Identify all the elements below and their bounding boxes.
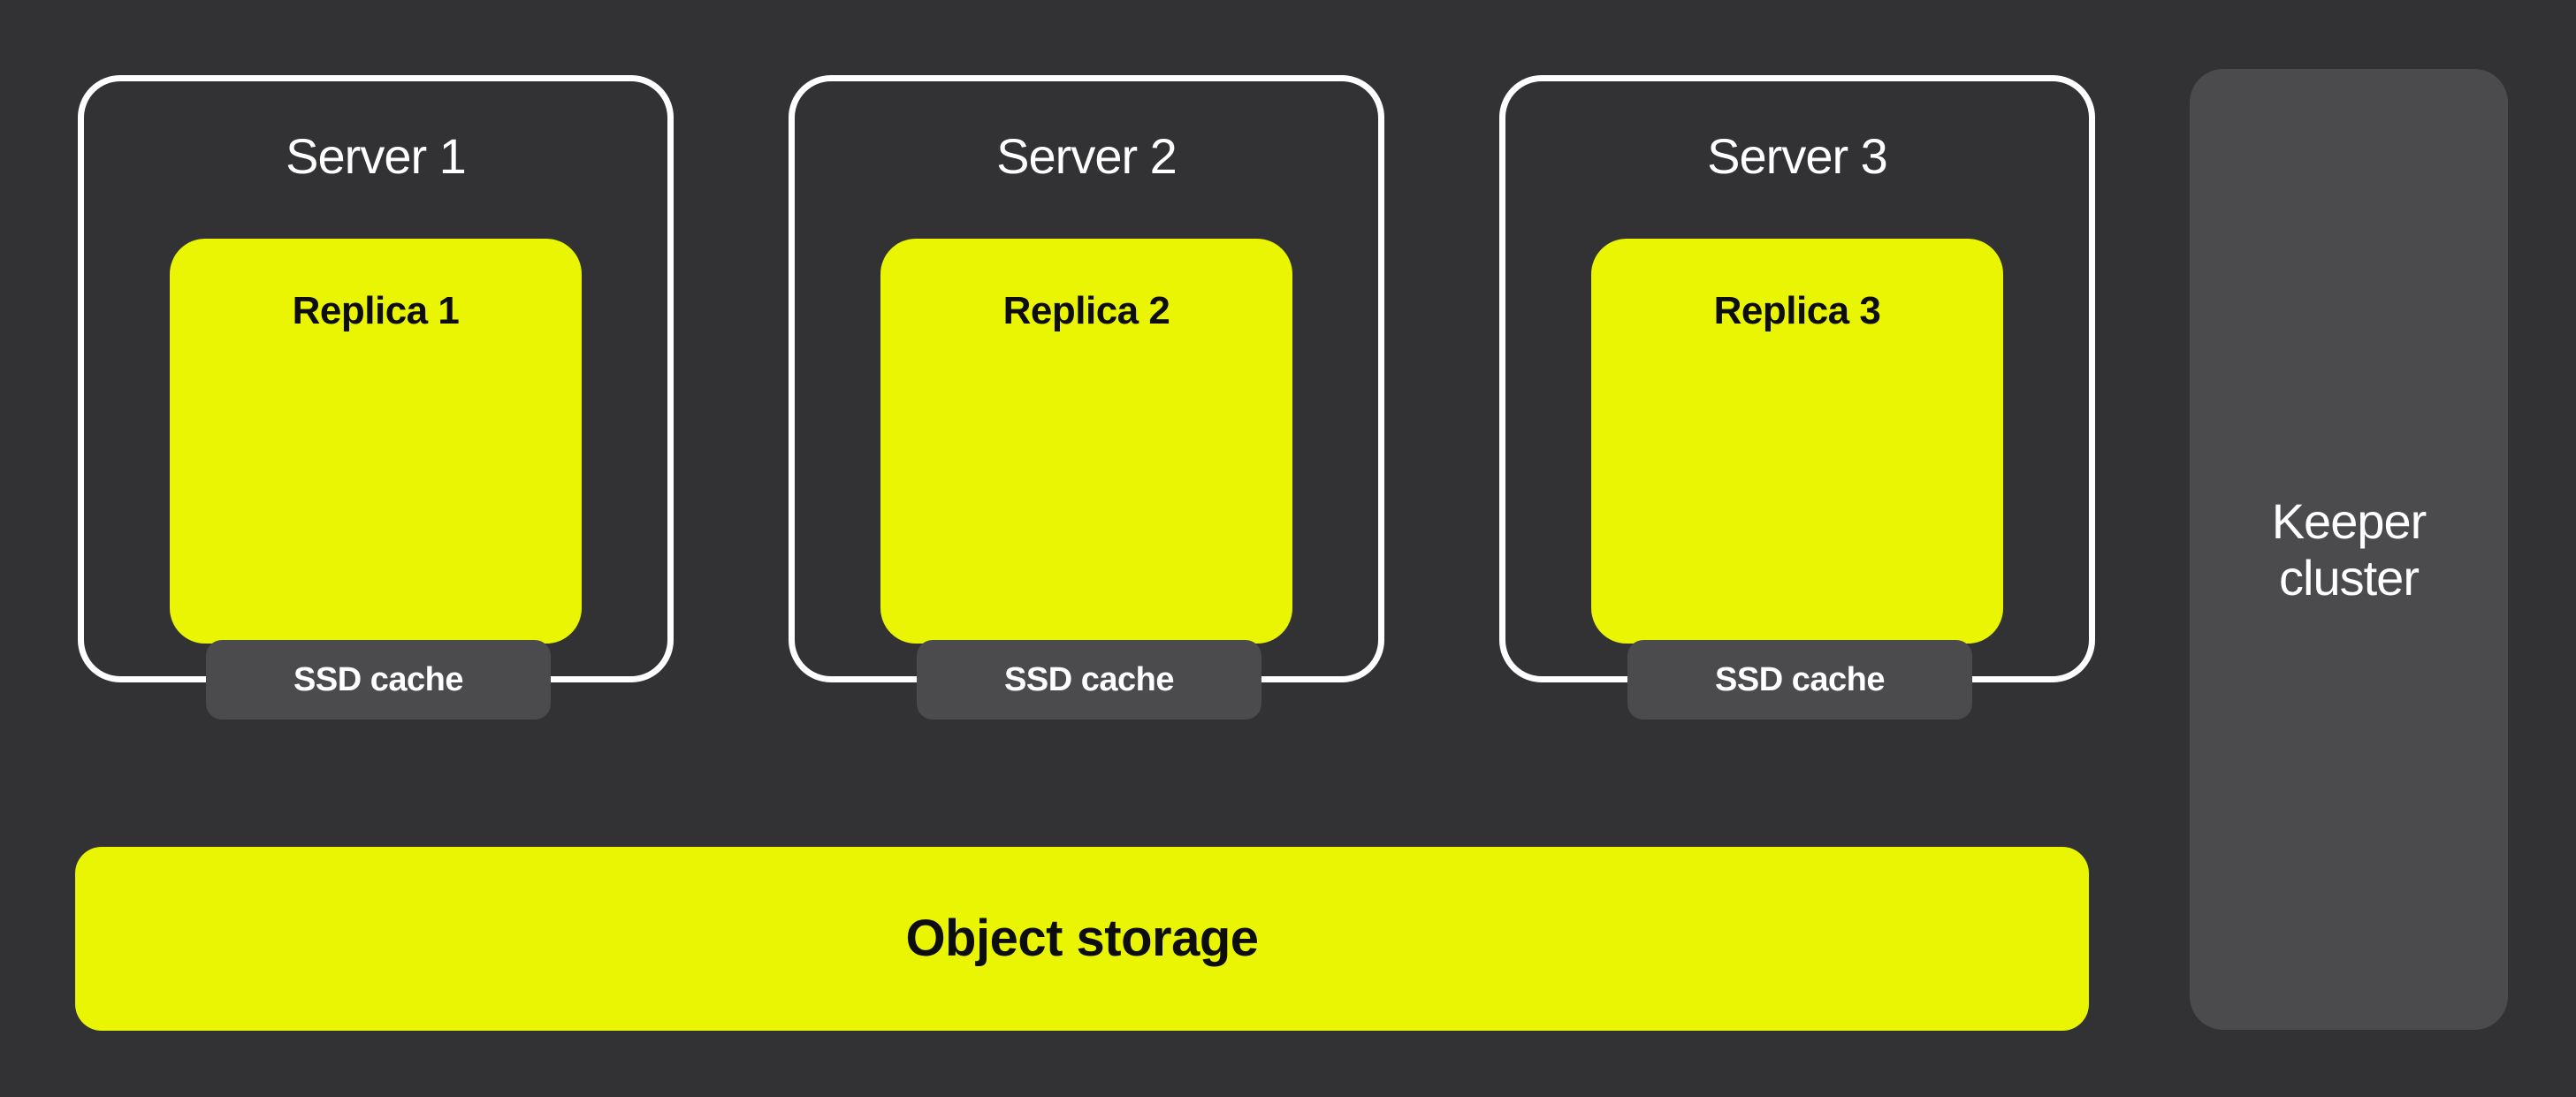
keeper-cluster-label-line1: Keeper [2271, 492, 2427, 549]
replica-2-label: Replica 2 [1002, 289, 1170, 332]
server-3-box: Server 3 Replica 3 SSD cache [1499, 75, 2095, 720]
ssd-cache-3-label: SSD cache [1715, 661, 1885, 698]
replica-1-label: Replica 1 [292, 289, 460, 332]
server-3-label: Server 3 [1707, 128, 1888, 184]
keeper-cluster-label-line2: cluster [2279, 549, 2420, 606]
ssd-cache-2-label: SSD cache [1004, 661, 1174, 698]
server-2-box: Server 2 Replica 2 SSD cache [789, 75, 1384, 720]
replica-3-label: Replica 3 [1713, 289, 1881, 332]
server-1-label: Server 1 [286, 128, 467, 184]
ssd-cache-1-box: SSD cache [206, 640, 551, 720]
ssd-cache-2-box: SSD cache [917, 640, 1261, 720]
server-2-label: Server 2 [996, 128, 1177, 184]
object-storage-label: Object storage [905, 910, 1259, 967]
replica-1-box: Replica 1 [170, 239, 582, 644]
keeper-cluster-box: Keeper cluster [2190, 69, 2508, 1030]
replica-2-box: Replica 2 [880, 239, 1292, 644]
ssd-cache-3-box: SSD cache [1627, 640, 1972, 720]
replica-3-box: Replica 3 [1591, 239, 2003, 644]
server-1-box: Server 1 Replica 1 SSD cache [78, 75, 674, 720]
ssd-cache-1-label: SSD cache [293, 661, 463, 698]
object-storage-bar: Object storage [75, 847, 2089, 1031]
